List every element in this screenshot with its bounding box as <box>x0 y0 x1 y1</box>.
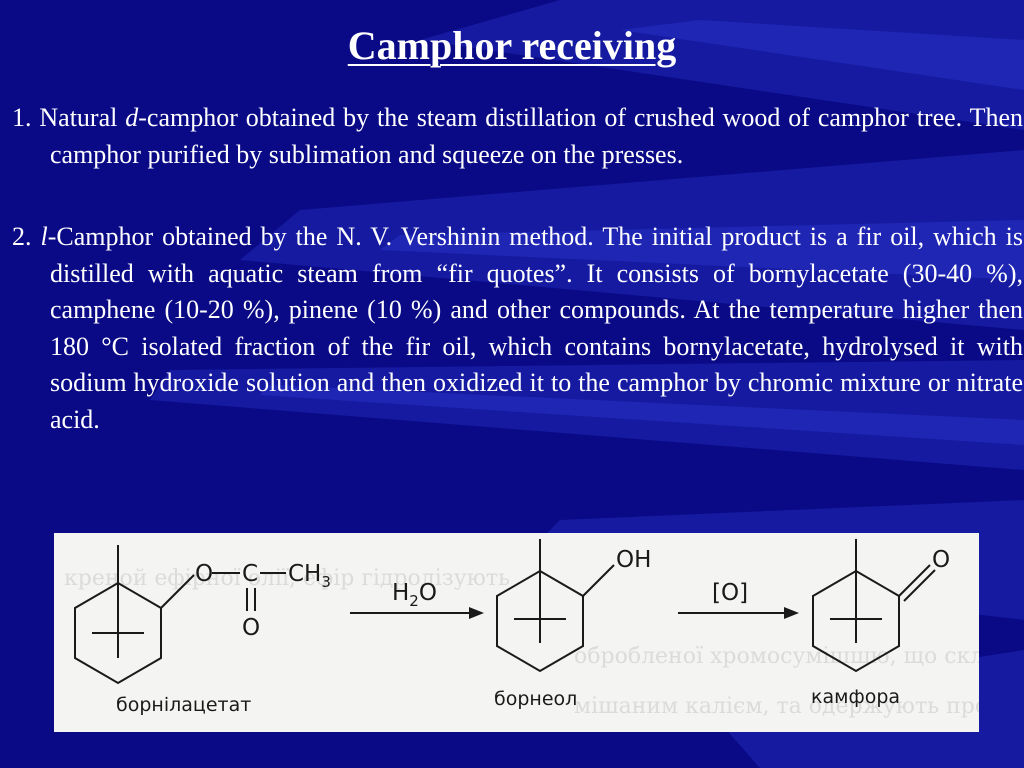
reaction-scheme-figure: креной ефірної олії, ефір гідролізують о… <box>54 533 979 732</box>
ester-oxygen: O <box>195 561 213 587</box>
bleed-through-line-3: мішаним калієм, та одержують продукт <box>574 694 979 719</box>
paragraph-2: 2. l-Camphor obtained by the N. V. Versh… <box>12 219 1023 438</box>
paragraph-1-text: -camphor obtained by the steam distillat… <box>50 103 1024 169</box>
paragraph-1-isomer: d <box>125 103 139 132</box>
label-bornylacetate: борнілацетат <box>116 694 251 716</box>
reaction-scheme: креной ефірної олії, ефір гідролізують о… <box>64 539 979 719</box>
paragraph-2-isomer: l <box>40 222 48 251</box>
bornylacetate-structure: O C CH3 O борнілацетат <box>74 545 331 716</box>
paragraph-1-number: 1. <box>12 103 32 132</box>
reaction-arrow-hydrolysis: H2O <box>350 580 484 619</box>
paragraph-2-text: -Camphor obtained by the N. V. Vershinin… <box>47 222 1024 434</box>
reagent-water: H2O <box>392 580 437 610</box>
ester-carbon: C <box>242 561 258 587</box>
reagent-oxidant: [O] <box>712 580 748 606</box>
label-camphor: камфора <box>811 686 900 708</box>
camphor-structure: O камфора <box>811 539 950 708</box>
label-borneol: борнеол <box>494 688 577 710</box>
bleed-through-line-2: обробленої хромосумішшю, що складається … <box>574 644 979 669</box>
borneol-structure: OH борнеол <box>494 539 651 710</box>
carbonyl-oxygen: O <box>242 615 260 641</box>
paragraph-1-lead: Natural <box>39 103 126 132</box>
paragraph-2-number: 2. <box>12 222 32 251</box>
methyl-group: CH3 <box>288 561 331 591</box>
hydroxyl-group: OH <box>616 547 651 573</box>
ketone-oxygen: O <box>932 547 950 573</box>
paragraph-1: 1. Natural d-camphor obtained by the ste… <box>12 100 1023 173</box>
reaction-arrow-oxidation: [O] <box>678 580 799 619</box>
bleed-through-line-1: креной ефірної олії, ефір гідролізують <box>64 566 510 591</box>
slide-title: Camphor receiving <box>347 23 677 68</box>
